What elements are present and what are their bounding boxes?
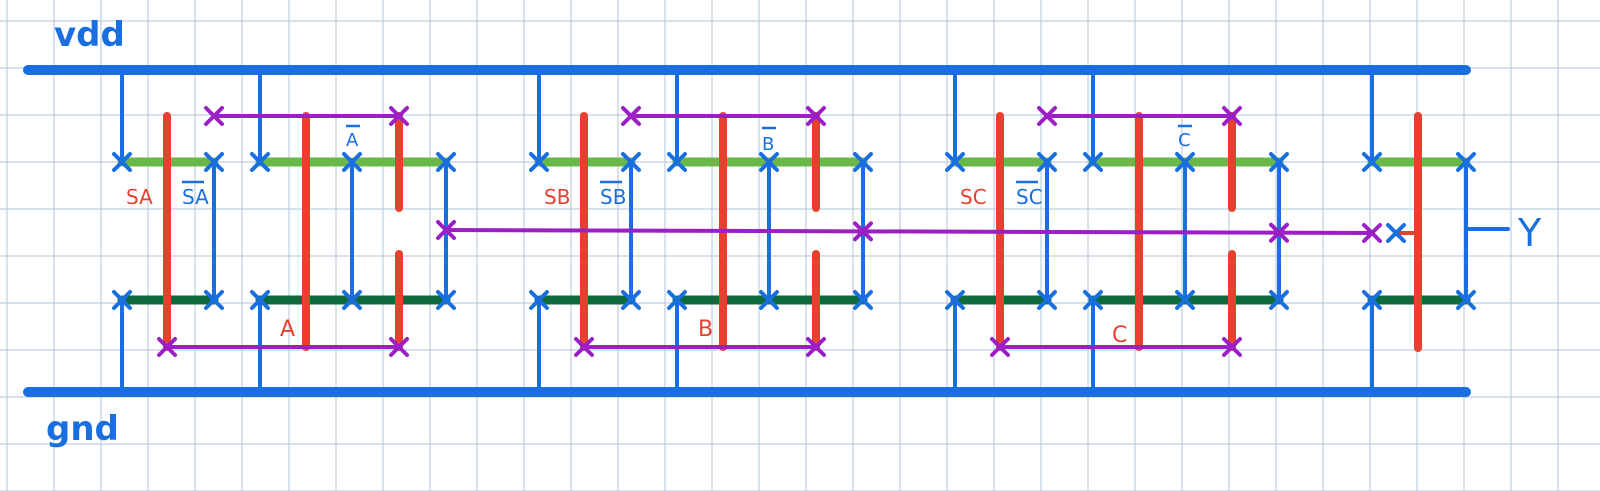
metal2-output-bus bbox=[444, 228, 1374, 235]
contact-a bbox=[342, 290, 362, 310]
via-a bbox=[389, 337, 409, 357]
via-b bbox=[621, 106, 641, 126]
output-y-label: Y bbox=[1517, 211, 1542, 255]
select-a-label: SA bbox=[126, 185, 153, 209]
select-c-bar-label: SC bbox=[1016, 185, 1043, 209]
contact-b bbox=[853, 152, 873, 172]
contact-inverter bbox=[1456, 152, 1476, 172]
contact-b bbox=[667, 290, 687, 310]
input-c-bar-label: C bbox=[1178, 130, 1191, 151]
contact-inverter bbox=[1362, 152, 1382, 172]
select-b-bar-label: SB bbox=[600, 185, 626, 209]
contacts-layer bbox=[112, 106, 1476, 357]
select-a-bar-label: SA bbox=[182, 185, 209, 209]
contact-inverter-gate bbox=[1386, 223, 1406, 243]
metal2-layer bbox=[165, 114, 1374, 349]
via-c bbox=[1037, 106, 1057, 126]
contact-inverter bbox=[1362, 290, 1382, 310]
contact-c bbox=[945, 152, 965, 172]
contact-a bbox=[436, 152, 456, 172]
input-b-label: B bbox=[698, 317, 713, 342]
via-b bbox=[574, 337, 594, 357]
select-b-label: SB bbox=[544, 185, 570, 209]
via-a bbox=[389, 106, 409, 126]
input-a-bar-label: A bbox=[346, 130, 359, 151]
contact-c bbox=[1037, 290, 1057, 310]
contact-b bbox=[667, 152, 687, 172]
contact-b bbox=[759, 290, 779, 310]
via-a bbox=[204, 106, 224, 126]
via-c bbox=[990, 337, 1010, 357]
contact-c bbox=[1269, 290, 1289, 310]
contact-b bbox=[759, 152, 779, 172]
vdd-label: vdd bbox=[54, 15, 125, 55]
contact-inverter bbox=[1456, 290, 1476, 310]
input-b-bar-label: B bbox=[762, 134, 774, 155]
input-c-label: C bbox=[1112, 323, 1127, 348]
metal-layer bbox=[23, 65, 1510, 397]
contact-b bbox=[529, 152, 549, 172]
contact-a bbox=[204, 290, 224, 310]
contact-a bbox=[342, 152, 362, 172]
via-b bbox=[806, 337, 826, 357]
via-output-bus bbox=[853, 221, 873, 242]
contact-c bbox=[1037, 152, 1057, 172]
contact-a bbox=[112, 152, 132, 172]
via-b bbox=[806, 106, 826, 126]
contact-c bbox=[945, 290, 965, 310]
contact-b bbox=[853, 290, 873, 310]
gnd-label: gnd bbox=[46, 409, 119, 449]
via-output-bus-end bbox=[1362, 223, 1382, 243]
via-c bbox=[1222, 337, 1242, 357]
input-a-label: A bbox=[280, 317, 295, 342]
via-a bbox=[157, 337, 177, 357]
contact-b bbox=[529, 290, 549, 310]
contact-a bbox=[250, 152, 270, 172]
contact-c bbox=[1175, 152, 1195, 172]
contact-a bbox=[436, 290, 456, 310]
contact-a bbox=[204, 152, 224, 172]
contact-c bbox=[1269, 152, 1289, 172]
via-output-bus bbox=[436, 220, 456, 240]
via-c bbox=[1222, 106, 1242, 126]
contact-c bbox=[1175, 290, 1195, 310]
contact-b bbox=[621, 152, 641, 172]
contact-c bbox=[1083, 290, 1103, 310]
contact-b bbox=[621, 290, 641, 310]
contact-a bbox=[112, 290, 132, 310]
contact-a bbox=[250, 290, 270, 310]
via-output-bus bbox=[1269, 222, 1289, 243]
contact-c bbox=[1083, 152, 1103, 172]
select-c-label: SC bbox=[960, 185, 987, 209]
